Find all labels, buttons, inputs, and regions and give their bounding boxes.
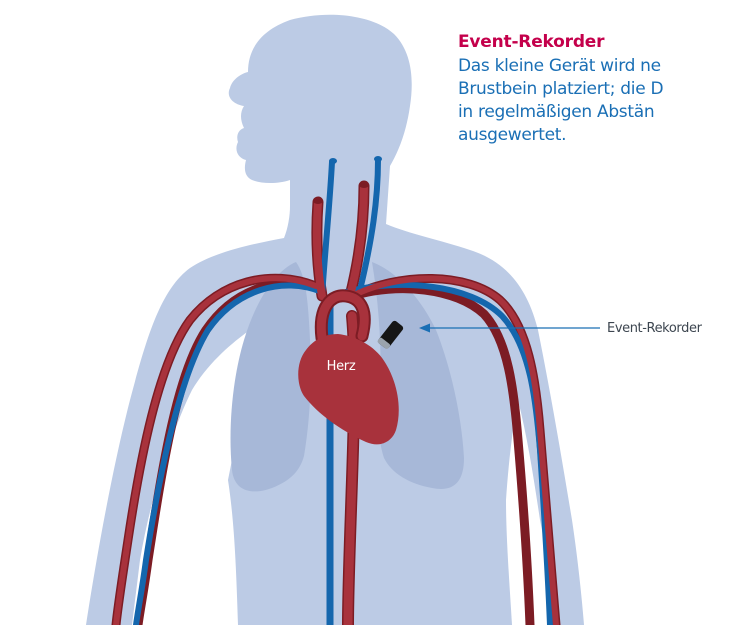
caption-title: Event-Rekorder — [458, 30, 744, 54]
caption-line: Brustbein platziert; die D — [458, 78, 744, 101]
caption-line: Das kleine Gerät wird ne — [458, 55, 744, 78]
caption-line: ausgewertet. — [458, 124, 744, 147]
caption-body: Das kleine Gerät wird ne Brustbein platz… — [458, 55, 744, 147]
caption-block: Event-Rekorder Das kleine Gerät wird ne … — [458, 30, 744, 147]
artery-neck-left-end — [313, 198, 323, 204]
caption-line: in regelmäßigen Abstän — [458, 101, 744, 124]
heart-label: Herz — [316, 358, 366, 376]
vein-neck-right-end — [374, 156, 382, 162]
artery-neck-right-end — [359, 182, 369, 188]
vein-neck-left-end — [329, 158, 337, 164]
device-callout-label: Event-Rekorder — [607, 320, 702, 338]
